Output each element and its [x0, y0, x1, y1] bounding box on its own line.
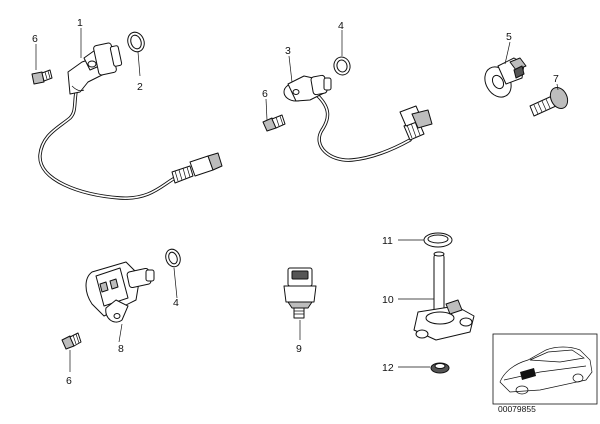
knock-sensor-5	[484, 57, 527, 98]
label-10: 10	[382, 294, 394, 306]
gasket-11	[423, 232, 453, 248]
bolt-6-bottom-left	[61, 332, 82, 350]
reference-code: 00079855	[498, 404, 536, 414]
label-6-bottom-left: 6	[66, 375, 72, 387]
label-5: 5	[506, 31, 512, 43]
label-6-top-left: 6	[32, 33, 38, 45]
oring-4-top	[333, 56, 351, 76]
thumbnail-frame	[492, 333, 598, 405]
grommet-12	[430, 362, 450, 374]
label-7: 7	[553, 73, 559, 85]
oring-4-bottom	[165, 248, 181, 268]
leader-lines	[35, 28, 559, 372]
part-numbers: 1 2 6 3 4 6 5 7 4 8 6 9 11 10 12	[32, 17, 559, 387]
sensor-with-cable-3	[283, 74, 433, 162]
label-4-bottom: 4	[173, 297, 179, 309]
bolt-6-top-left	[31, 69, 53, 85]
label-1: 1	[77, 17, 83, 29]
label-2: 2	[137, 81, 143, 93]
pressure-switch-9	[283, 267, 317, 319]
sensor-8	[85, 261, 155, 323]
label-6-middle: 6	[262, 88, 268, 100]
label-8: 8	[118, 343, 124, 355]
car-thumbnail: 00079855	[492, 333, 598, 414]
sensor-with-cable-1	[38, 42, 223, 200]
car-silhouette-icon	[499, 346, 593, 395]
label-3: 3	[285, 45, 291, 57]
label-9: 9	[296, 343, 302, 355]
oring-2	[127, 31, 145, 53]
label-12: 12	[382, 362, 394, 374]
bolt-7	[529, 86, 569, 117]
bolt-6-middle	[262, 114, 286, 132]
oil-level-sensor-10	[413, 251, 475, 341]
label-11: 11	[382, 235, 393, 247]
label-4-top: 4	[338, 20, 344, 32]
